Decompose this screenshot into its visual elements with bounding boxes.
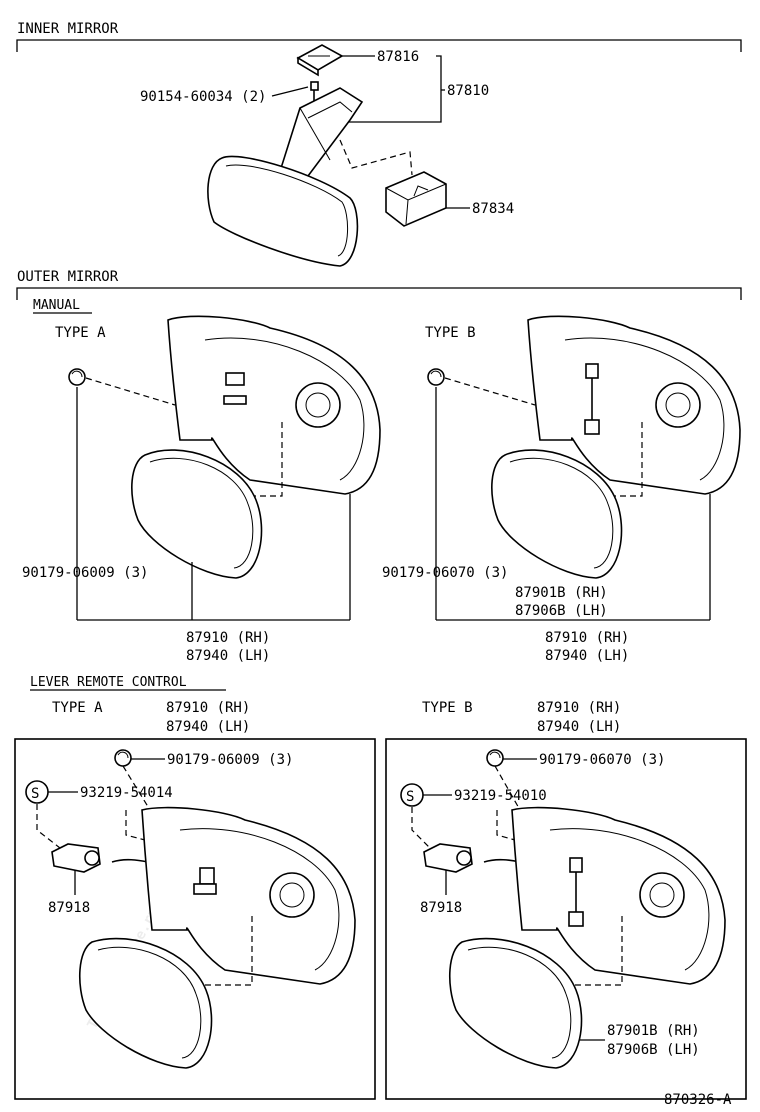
dash-screw-lever-a	[36, 804, 61, 849]
label-manual-a-rh: 87910 (RH)	[186, 630, 270, 646]
label-lever-a-rh: 87910 (RH)	[166, 700, 250, 716]
manual-type-b-label: TYPE B	[425, 325, 476, 341]
section-title-inner-mirror: INNER MIRROR	[17, 21, 119, 37]
subsection-lever-remote: LEVER REMOTE CONTROL	[30, 675, 187, 690]
label-lever-b-clip: 90179-06070 (3)	[539, 752, 665, 768]
label-manual-b-rh: 87910 (RH)	[545, 630, 629, 646]
label-lever-a-knob: 87918	[48, 900, 90, 916]
label-lever-a-screw: 93219-54014	[80, 785, 173, 801]
leader-90154	[271, 86, 309, 97]
bracket-87810	[345, 55, 442, 123]
dash-knob-lever-b	[496, 810, 516, 841]
dash-clip-manual-a	[85, 377, 176, 406]
label-manual-b-glass-lh: 87906B (LH)	[515, 603, 608, 619]
manual-type-a-label: TYPE A	[55, 325, 106, 341]
dash-glass-manual-a	[250, 420, 283, 497]
label-lever-b-lh: 87940 (LH)	[537, 719, 621, 735]
box-lever-b	[385, 738, 747, 1100]
mirror-housing-lever-a	[141, 806, 356, 985]
label-lever-b-glass-rh: 87901B (RH)	[607, 1023, 700, 1039]
part-87834-cover	[385, 171, 447, 227]
mirror-glass-manual-b	[491, 449, 623, 579]
label-lever-b-rh: 87910 (RH)	[537, 700, 621, 716]
label-manual-b-clip: 90179-06070 (3)	[382, 565, 508, 581]
section-bracket-inner	[16, 39, 742, 52]
section-title-outer-mirror: OUTER MIRROR	[17, 269, 119, 285]
dash-clip-lever-a	[122, 765, 151, 811]
label-manual-a-clip: 90179-06009 (3)	[22, 565, 148, 581]
mirror-housing-manual-a	[167, 315, 381, 495]
label-lever-a-lh: 87940 (LH)	[166, 719, 250, 735]
dash-87834	[339, 139, 413, 176]
clip-manual-b	[427, 368, 445, 386]
lever-type-b-label: TYPE B	[422, 700, 473, 716]
cable-lever-a	[111, 858, 149, 863]
label-manual-b-lh: 87940 (LH)	[545, 648, 629, 664]
clip-lever-a	[114, 749, 132, 767]
clip-manual-a	[68, 368, 86, 386]
screw-symbol-text-lever-b: S	[406, 789, 414, 805]
dash-glass-manual-b	[610, 420, 643, 497]
mirror-housing-lever-b	[511, 806, 726, 985]
label-lever-a-clip: 90179-06009 (3)	[167, 752, 293, 768]
mirror-glass-lever-b	[448, 937, 583, 1069]
cable-lever-b	[483, 858, 521, 863]
screw-symbol-lever-a: S	[25, 780, 49, 804]
label-manual-b-glass-rh: 87901B (RH)	[515, 585, 608, 601]
screw-symbol-lever-b: S	[400, 783, 424, 807]
lever-type-a-label: TYPE A	[52, 700, 103, 716]
label-manual-a-lh: 87940 (LH)	[186, 648, 270, 664]
label-lever-b-screw: 93219-54010	[454, 788, 547, 804]
label-87834: 87834	[472, 201, 514, 217]
label-90154: 90154-60034 (2)	[140, 89, 266, 105]
screw-90154	[310, 81, 319, 102]
part-87816-mount	[296, 44, 344, 77]
screw-symbol-text-lever-a: S	[31, 786, 39, 802]
knob-lever-b	[423, 843, 473, 873]
mirror-glass-manual-a	[131, 449, 263, 579]
dash-glass-lever-b	[575, 915, 623, 986]
inner-mirror-body	[207, 155, 359, 267]
box-lever-a	[14, 738, 376, 1100]
label-lever-b-knob: 87918	[420, 900, 462, 916]
dash-screw-lever-b	[411, 807, 431, 849]
subsection-manual: MANUAL	[33, 298, 80, 313]
dash-glass-lever-a	[205, 915, 253, 986]
section-bracket-outer	[16, 287, 742, 300]
diagram-code: 870326-A	[664, 1092, 732, 1108]
clip-lever-b	[486, 749, 504, 767]
dash-knob-lever-a	[125, 810, 146, 841]
dash-clip-manual-b	[444, 377, 536, 406]
label-87816: 87816	[377, 49, 419, 65]
label-lever-b-glass-lh: 87906B (LH)	[607, 1042, 700, 1058]
label-87810: 87810	[447, 83, 489, 99]
knob-lever-a	[51, 843, 101, 873]
dash-clip-lever-b	[494, 765, 521, 811]
mirror-glass-lever-a	[78, 937, 213, 1069]
mirror-housing-manual-b	[527, 315, 741, 495]
